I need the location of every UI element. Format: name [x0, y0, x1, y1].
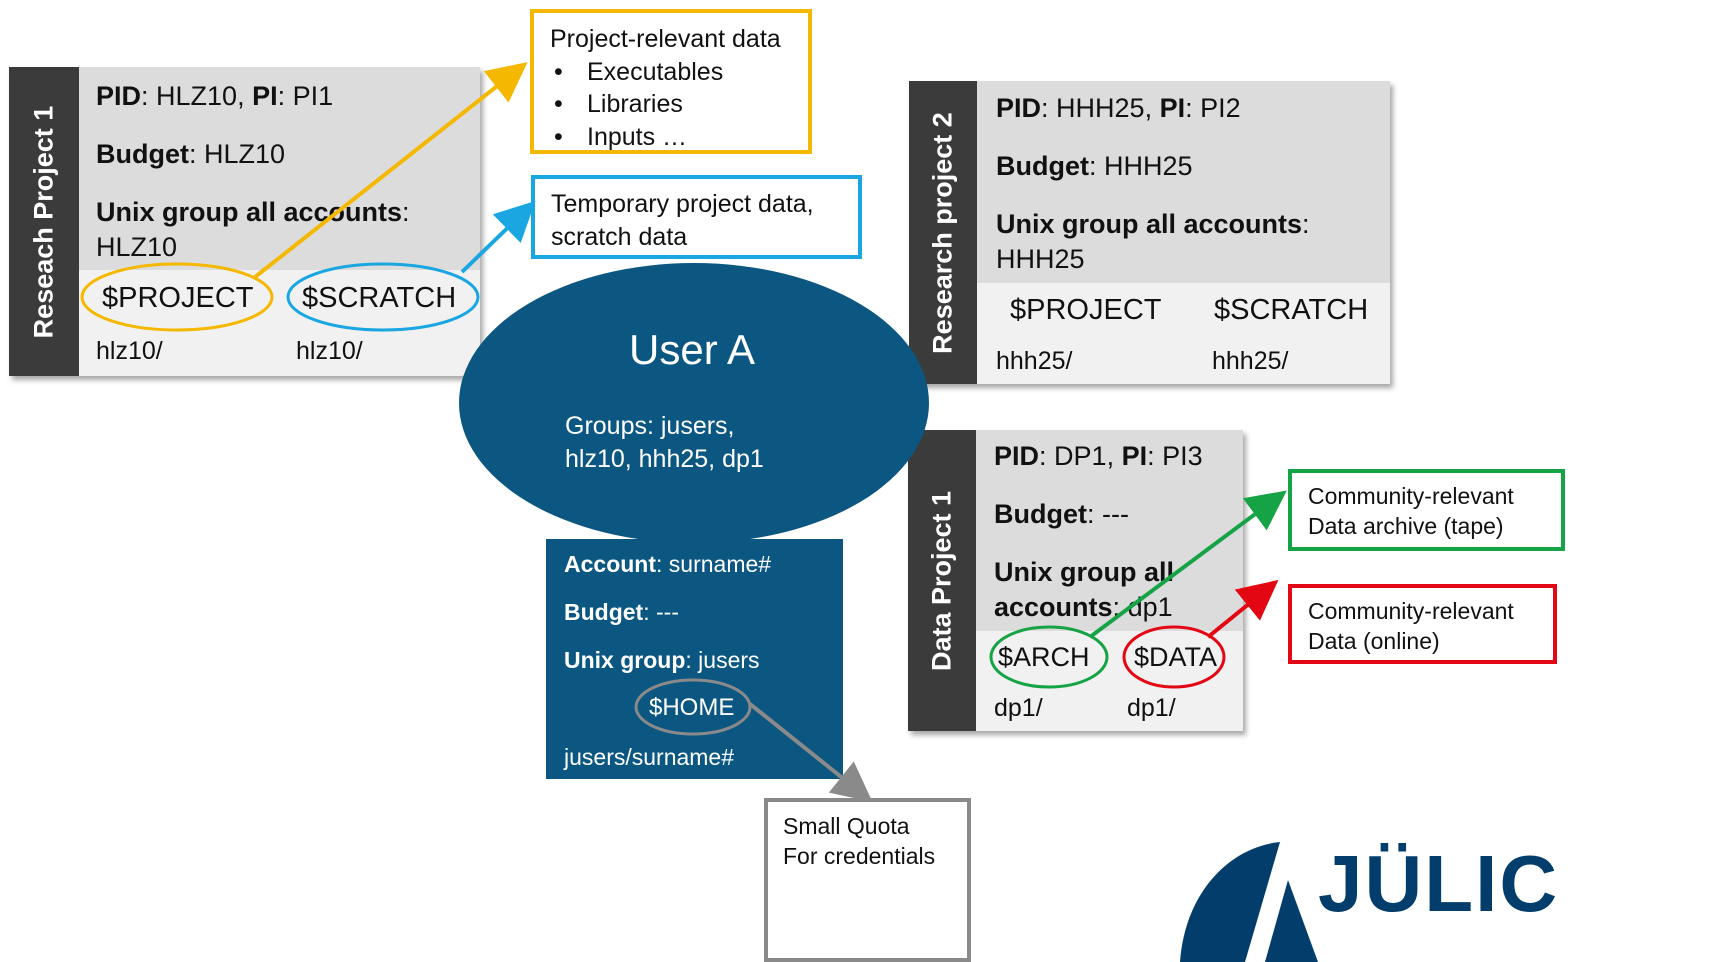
home-variable: $HOME [649, 694, 735, 721]
user-ellipse [459, 263, 929, 543]
project-path: hhh25/ [996, 347, 1073, 375]
project-label-strip: Data Project 1 [908, 430, 976, 731]
home-path: jusers/surname# [564, 744, 735, 770]
pid-line: PID: DP1, PI: PI3 [994, 441, 1203, 471]
unix-group-line: Unix group: jusers [564, 647, 760, 673]
unix-group-line: Unix group all accounts:HHH25 [996, 209, 1310, 274]
callout-item: Executables [534, 56, 808, 89]
project-info [977, 81, 1390, 283]
julich-logo: JÜLICH [1170, 832, 1560, 962]
scratch-path: hhh25/ [1212, 347, 1289, 375]
callout-item: Inputs … [534, 121, 808, 154]
budget-line: Budget: HHH25 [996, 151, 1193, 181]
scratch-callout: Temporary project data,scratch data [531, 175, 862, 259]
project-variable: $PROJECT [1010, 294, 1162, 326]
budget-line: Budget: --- [564, 599, 679, 625]
project-storage [977, 283, 1390, 384]
project-data-callout: Project-relevant data Executables Librar… [530, 9, 812, 154]
scratch-path: hlz10/ [296, 337, 363, 365]
project-label-strip: Research project 2 [909, 81, 977, 384]
user-account-box: Account: surname# Budget: --- Unix group… [546, 539, 843, 779]
arch-path: dp1/ [994, 694, 1043, 722]
user-title: User A [629, 326, 756, 373]
user-groups: Groups: jusers,hlz10, hhh25, dp1 [565, 412, 764, 473]
logo-text: JÜLICH [1318, 839, 1560, 928]
budget-line: Budget: HLZ10 [96, 139, 286, 169]
project-label-strip: Reseach Project 1 [9, 67, 79, 376]
account-line: Account: surname# [564, 551, 772, 577]
data-path: dp1/ [1127, 694, 1176, 722]
callout-title: Project-relevant data [550, 25, 781, 53]
logo-mark-icon [1180, 842, 1318, 962]
callout-item: Libraries [534, 88, 808, 121]
pid-line: PID: HHH25, PI: PI2 [996, 93, 1241, 123]
scratch-variable: $SCRATCH [1214, 294, 1369, 326]
project-path: hlz10/ [96, 337, 163, 365]
research-project-2-panel: Research project 2 PID: HHH25, PI: PI2 B… [909, 81, 1390, 384]
